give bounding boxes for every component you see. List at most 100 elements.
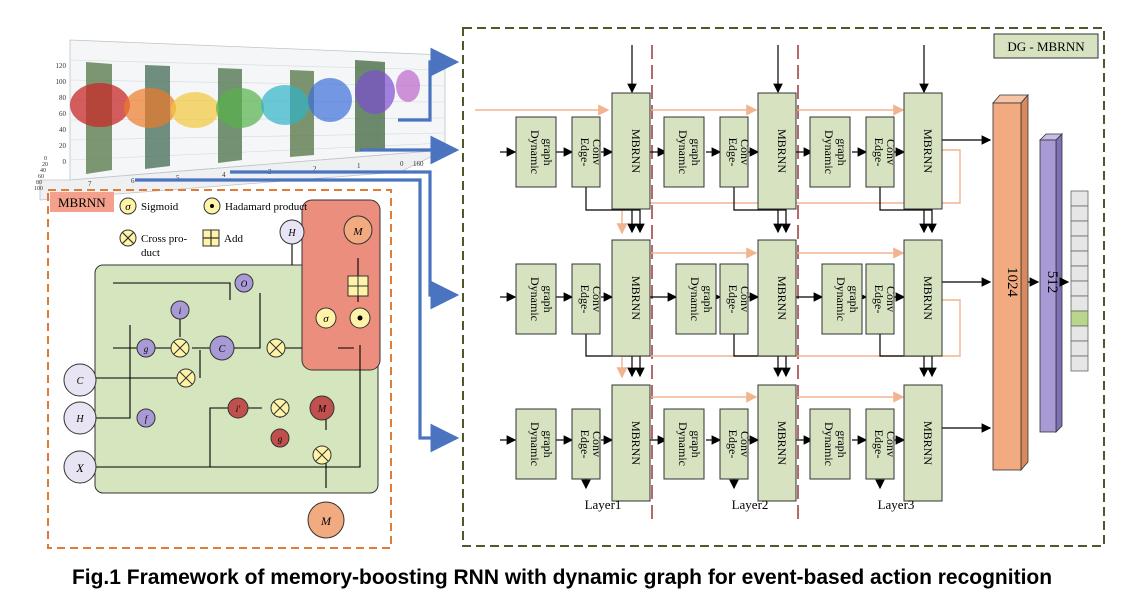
dg-mbrnn-framework: DG - MBRNN (462, 27, 1105, 547)
svg-text:g: g (144, 344, 149, 354)
mbrnn-block (611, 92, 651, 210)
edge-conv-label: Edge- (872, 285, 886, 314)
input-arrows (135, 47, 460, 453)
mbrnn-block (903, 92, 943, 210)
svg-text:C: C (77, 376, 84, 387)
edge-conv-block (571, 408, 601, 480)
x-input (63, 450, 97, 484)
layer-1-label: Layer1 (585, 497, 622, 512)
svg-text:H: H (287, 228, 296, 239)
dynamic-graph-label: Dynamic (676, 130, 690, 174)
dynamic-graph-label: Dynamic (822, 130, 836, 174)
svg-text:g: g (278, 434, 283, 444)
output-gate-node (234, 273, 254, 293)
sigmoid-icon (119, 197, 137, 215)
mbrnn-label: MBRNN (775, 129, 789, 173)
x-tick: 4 (222, 171, 226, 179)
side-tick: 60 (38, 174, 44, 180)
edge-conv-block (865, 116, 895, 188)
dynamic-graph-block (515, 408, 557, 480)
edge-conv-label: Edge- (726, 430, 740, 459)
edge-conv-label: Conv (738, 286, 752, 312)
mbrnn-label: MBRNN (629, 129, 643, 173)
dynamic-graph-label: Dynamic (822, 422, 836, 466)
svg-text:M: M (317, 404, 327, 415)
dynamic-graph-label: graph (541, 430, 555, 457)
dynamic-graph-block (663, 408, 705, 480)
svg-text:X: X (75, 461, 84, 475)
z-tick: 80 (59, 94, 67, 102)
dynamic-graph-label: Dynamic (528, 277, 542, 321)
dynamic-graph-block (663, 116, 705, 188)
x-tick: 5 (176, 174, 180, 182)
dynamic-graph-label: graph (835, 430, 849, 457)
edge-conv-block (719, 408, 749, 480)
fc-1024-block (992, 102, 1022, 471)
legend-cross-label-1: Cross pro- (141, 233, 187, 245)
dynamic-graph-label: graph (541, 285, 555, 312)
mbrnn-block (757, 384, 797, 502)
figure-caption: Fig.1 Framework of memory-boosting RNN w… (71, 566, 1053, 589)
edge-conv-label: Conv (884, 139, 898, 165)
mbrnn-block (757, 92, 797, 210)
mbrnn-label: MBRNN (921, 129, 935, 173)
edge-conv-block (719, 116, 749, 188)
dynamic-graph-block (821, 263, 863, 335)
edge-conv-label: Conv (884, 286, 898, 312)
edge-conv-label: Conv (884, 431, 898, 457)
svg-text:H: H (75, 414, 84, 425)
fc-1024-label: 1024 (1004, 267, 1020, 298)
svg-text:M: M (352, 226, 363, 238)
legend-cross-label-2: duct (141, 247, 160, 259)
framework-title: DG - MBRNN (1007, 39, 1085, 54)
corner-tick: 160 (413, 160, 424, 168)
z-tick: 20 (59, 142, 67, 150)
edge-conv-label: Edge- (578, 285, 592, 314)
x-tick: 2 (313, 165, 317, 173)
prev-hidden-input (63, 401, 97, 435)
dynamic-graph-label: Dynamic (676, 422, 690, 466)
svg-text:i: i (179, 306, 182, 316)
svg-text:f: f (145, 414, 149, 424)
fc-512-label: 512 (1044, 271, 1060, 294)
edge-conv-block (571, 263, 601, 335)
event-scatter-plot: 120 100 80 60 40 20 0 7 6 5 4 3 2 1 0 16… (34, 39, 446, 201)
svg-text:C: C (219, 344, 226, 355)
mbrnn-title-bg (50, 192, 114, 212)
mbrnn-block (903, 239, 943, 357)
legend-sigmoid-label: Sigmoid (141, 201, 179, 213)
edge-conv-block (719, 263, 749, 335)
layer-3-label: Layer3 (878, 497, 915, 512)
z-tick-labels: 120 100 80 60 40 20 0 (56, 62, 67, 166)
mbrnn-label: MBRNN (921, 421, 935, 465)
side-tick: 40 (40, 168, 46, 174)
dynamic-graph-label: graph (541, 138, 555, 165)
framework-frame (462, 27, 1105, 547)
edge-conv-label: Edge- (578, 138, 592, 167)
mbrnn-block (611, 239, 651, 357)
edge-conv-label: Edge- (872, 430, 886, 459)
edge-conv-label: Edge- (726, 285, 740, 314)
svg-text:σ: σ (323, 313, 329, 325)
prev-memory-input (307, 501, 345, 539)
dynamic-graph-label: graph (689, 430, 703, 457)
framework-title-box (993, 33, 1099, 59)
prev-cell-input (63, 363, 97, 397)
mbrnn-label: MBRNN (775, 276, 789, 320)
output-vector (1070, 190, 1089, 372)
mbrnn-title: MBRNN (58, 195, 106, 210)
dynamic-graph-label: Dynamic (834, 277, 848, 321)
svg-text:O: O (241, 279, 248, 289)
edge-conv-label: Conv (590, 139, 604, 165)
mbrnn-block (757, 239, 797, 357)
dynamic-graph-block (675, 263, 717, 335)
dynamic-graph-label: graph (847, 285, 861, 312)
side-tick: 100 (34, 186, 43, 192)
x-tick: 1 (357, 162, 361, 170)
edge-conv-block (865, 263, 895, 335)
edge-conv-block (571, 116, 601, 188)
edge-conv-label: Conv (738, 139, 752, 165)
memory-input-gate-node (227, 397, 249, 419)
edge-conv-label: Conv (738, 431, 752, 457)
